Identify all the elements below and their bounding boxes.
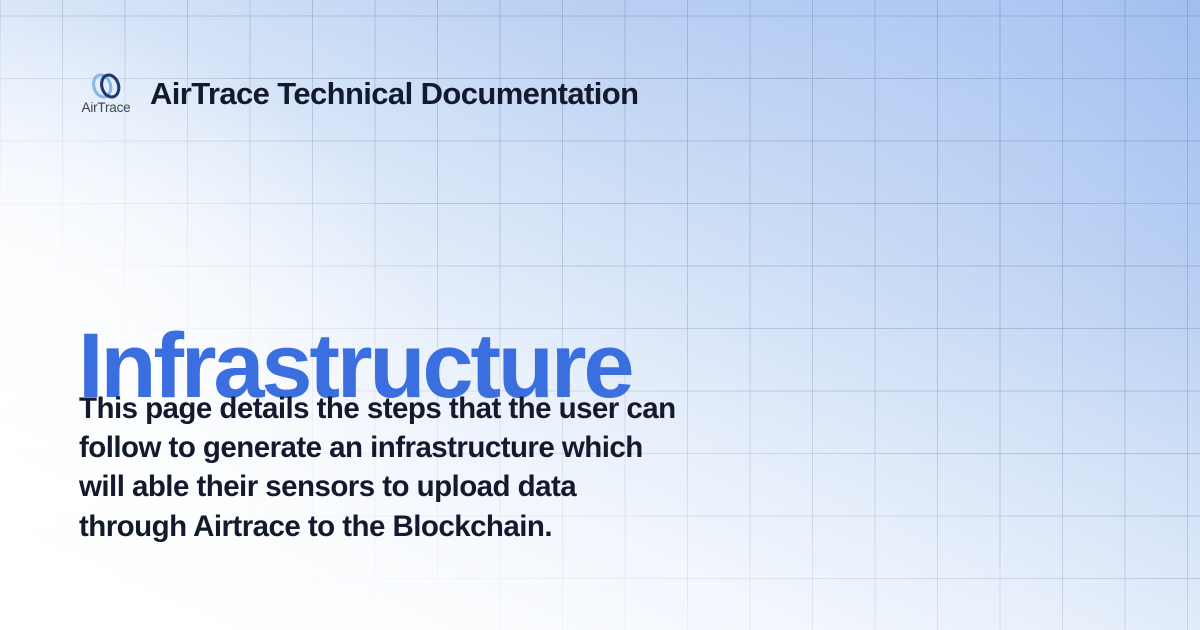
- hero-description-line: follow to generate an infrastructure whi…: [79, 431, 643, 465]
- airtrace-interlocking-rings-icon: [88, 72, 124, 100]
- airtrace-logo-wordmark: AirTrace: [81, 100, 131, 115]
- airtrace-logo: AirTrace: [76, 72, 136, 115]
- hero-description-line: will able their sensors to upload data: [79, 470, 577, 504]
- hero-description-line: through Airtrace to the Blockchain.: [79, 509, 553, 543]
- hero-description: This page details the steps that the use…: [79, 389, 879, 546]
- brand-header: AirTrace AirTrace Technical Documentatio…: [76, 72, 639, 115]
- hero-description-line: This page details the steps that the use…: [79, 392, 676, 425]
- hero-heading: Infrastructure: [78, 314, 635, 417]
- page-title: AirTrace Technical Documentation: [150, 75, 639, 111]
